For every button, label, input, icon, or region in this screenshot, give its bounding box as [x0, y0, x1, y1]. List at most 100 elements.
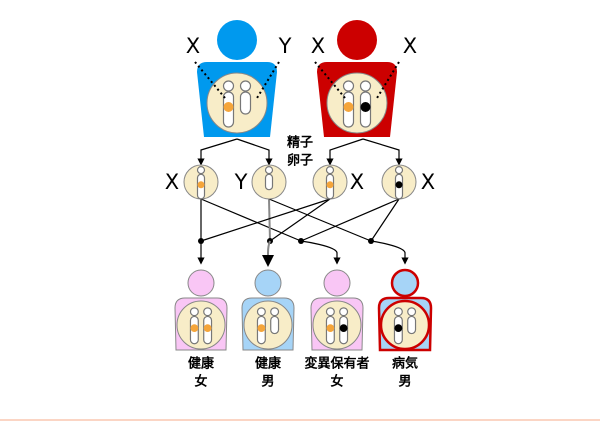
head: [323, 269, 351, 297]
inheritance-lines: [197, 138, 409, 267]
gamete-label-3: X: [350, 170, 364, 194]
mother-x-label-2: X: [403, 34, 417, 58]
child-arrow: [300, 240, 341, 265]
x-chromosome: [189, 307, 199, 345]
x-chromosome: [339, 307, 349, 345]
child-2-sex: 男: [261, 375, 274, 390]
cell: [312, 300, 362, 350]
pointer-line: [256, 61, 280, 99]
x-chromosome: [203, 307, 213, 345]
gamete: [251, 164, 287, 200]
child-1: [174, 269, 228, 351]
gamete: [183, 164, 219, 200]
gamete-label-4: X: [421, 170, 435, 194]
inheritance-line: [269, 198, 331, 242]
inheritance-line: [268, 198, 372, 242]
y-chromosome: [407, 307, 417, 335]
variant-allele-dot: [339, 324, 348, 333]
child-arrow: [262, 240, 274, 267]
chromosome-arm: [239, 91, 252, 115]
normal-allele-dot: [223, 102, 234, 112]
centromere-cap: [264, 166, 274, 175]
labels: X Y X X 精子 卵子 X Y X X 健康 女 健康 男 変異保有者 女 …: [165, 34, 435, 390]
gamete: [312, 164, 348, 200]
normal-allele-dot: [197, 181, 205, 189]
inheritance-line: [268, 198, 271, 242]
centromere-cap: [203, 307, 213, 317]
child-3-status: 変異保有者: [304, 356, 369, 372]
head: [217, 20, 257, 60]
x-chromosome: [196, 166, 206, 200]
child-2-status: 健康: [255, 356, 282, 372]
gamete-arrow: [326, 138, 364, 166]
head: [390, 268, 420, 298]
x-chromosome: [394, 166, 404, 200]
inheritance-line: [200, 198, 302, 242]
y-chromosome: [270, 307, 280, 335]
x-chromosome: [256, 307, 266, 345]
bottom-divider: [0, 419, 600, 421]
variant-allele-dot: [395, 181, 403, 189]
centromere-cap: [325, 166, 335, 175]
inheritance-line: [370, 198, 400, 242]
centromere-cap: [407, 307, 417, 317]
y-chromosome: [239, 80, 252, 115]
gamete: [381, 164, 417, 200]
father: [194, 20, 280, 137]
centromere-cap: [394, 166, 404, 175]
centromere-cap: [325, 307, 335, 317]
x-chromosome: [325, 166, 335, 200]
chromosome-arm: [270, 315, 280, 335]
normal-allele-dot: [343, 102, 354, 112]
centromere-cap: [270, 307, 280, 317]
normal-allele-dot: [257, 324, 266, 333]
centromere-cap: [239, 80, 252, 92]
child-1-sex: 女: [194, 374, 207, 390]
centromere-cap: [222, 80, 235, 92]
x-chromosome: [393, 307, 403, 345]
head: [254, 269, 282, 297]
normal-allele-dot: [190, 324, 199, 333]
gamete-label-1: X: [165, 170, 179, 194]
cell: [326, 72, 388, 134]
x-chromosome: [359, 80, 372, 128]
child-4-sex: 男: [398, 375, 411, 390]
normal-allele-dot: [203, 324, 212, 333]
child-3-sex: 女: [330, 374, 343, 390]
gamete-label-2: Y: [234, 170, 248, 194]
chromosome-arm: [407, 315, 417, 335]
cell: [176, 300, 226, 350]
centromere-cap: [359, 80, 372, 92]
head: [187, 269, 215, 297]
centromere-cap: [196, 166, 206, 175]
centromere-cap: [339, 307, 349, 317]
x-chromosome: [325, 307, 335, 345]
variant-allele-dot: [394, 324, 403, 333]
inheritance-line: [300, 198, 400, 242]
child-arrow: [370, 240, 409, 265]
child-2: [241, 269, 295, 351]
variant-allele-dot: [360, 102, 371, 112]
gamete-arrow: [197, 138, 238, 166]
head: [337, 20, 377, 60]
centromere-cap: [393, 307, 403, 317]
mother-x-label-1: X: [311, 34, 325, 58]
chromosome-arm: [264, 173, 274, 191]
sperm-label: 精子: [287, 135, 313, 151]
x-chromosome: [342, 80, 355, 128]
centromere-cap: [256, 307, 266, 317]
father-x-label: X: [186, 34, 200, 58]
cell: [206, 72, 268, 134]
child-3: [310, 269, 364, 351]
normal-allele-dot: [326, 324, 335, 333]
gamete-arrow: [362, 138, 403, 166]
child-4: [377, 268, 433, 352]
father-y-label: Y: [278, 34, 292, 58]
inheritance-line: [200, 198, 331, 242]
cell: [243, 300, 293, 350]
centromere-cap: [342, 80, 355, 92]
gamete-arrow: [236, 138, 273, 166]
mother: [314, 20, 400, 137]
egg-label: 卵子: [287, 153, 313, 169]
